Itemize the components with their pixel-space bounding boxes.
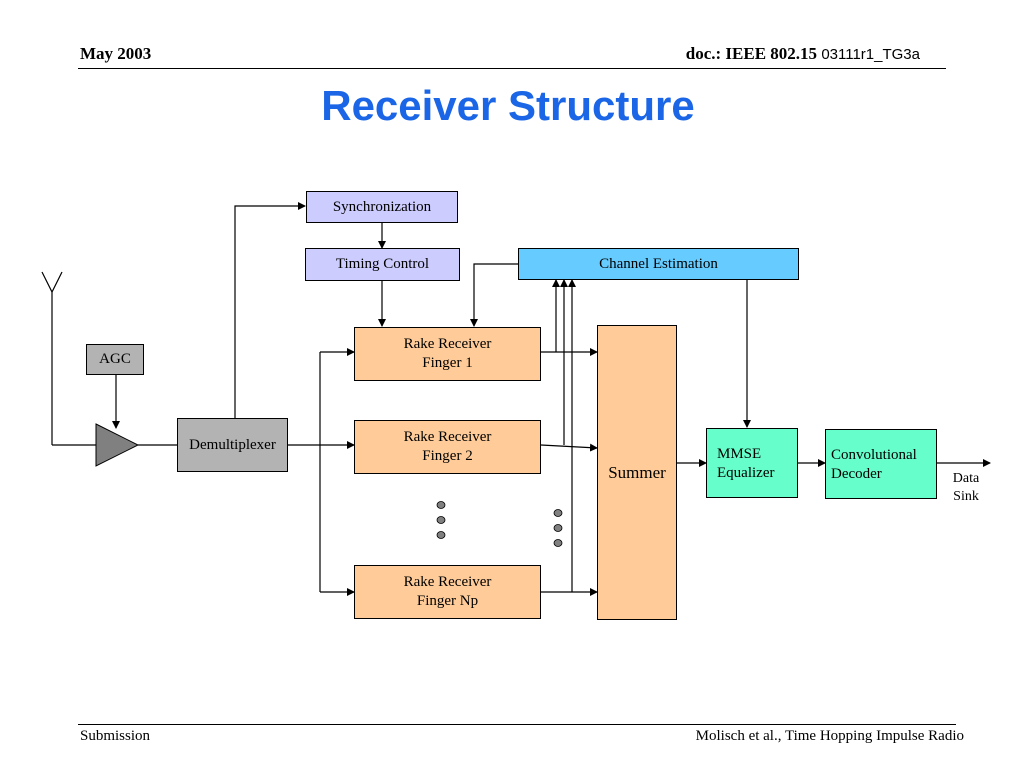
data-sink-line2: Sink	[953, 489, 979, 504]
data-sink-line1: Data	[952, 471, 980, 486]
fingerNp-line2: Finger Np	[416, 593, 479, 609]
mmse-line1: MMSE	[717, 446, 762, 462]
rake-finger-1-block: Rake Receiver Finger 1	[354, 327, 541, 381]
synchronization-label: Synchronization	[332, 198, 432, 215]
finger2-line1: Rake Receiver	[403, 429, 492, 445]
mmse-line2: Equalizer	[717, 465, 775, 481]
finger1-line1: Rake Receiver	[403, 336, 492, 352]
timing-control-label: Timing Control	[335, 256, 430, 272]
header-doc-id: doc.: IEEE 802.15 03111r1_TG3a	[686, 44, 920, 64]
demux-to-sync-arrow	[234, 202, 306, 418]
footer-submission: Submission	[80, 728, 151, 744]
demultiplexer-label: Demultiplexer	[189, 436, 276, 453]
rake-finger-2-block: Rake Receiver Finger 2	[354, 420, 541, 474]
summer-block: Summer	[597, 325, 677, 620]
doc-prefix: doc.: IEEE 802.15	[685, 44, 818, 63]
rake-finger-np-block: Rake Receiver Finger Np	[354, 565, 541, 619]
footer-authors: Molisch et al., Time Hopping Impulse Rad…	[695, 728, 964, 744]
header-date: May 2003	[80, 44, 152, 63]
demultiplexer-block: Demultiplexer	[177, 418, 288, 472]
header-rule	[78, 68, 946, 69]
finger1-line2: Finger 1	[422, 355, 473, 371]
agc-label: AGC	[99, 351, 131, 367]
synchronization-block: Synchronization	[306, 191, 458, 223]
timing-control-block: Timing Control	[305, 248, 460, 281]
data-sink-label: Data Sink	[944, 470, 988, 506]
agc-block: AGC	[86, 344, 144, 375]
finger2-line2: Finger 2	[422, 448, 473, 464]
decoder-line1: Convolutional	[831, 447, 917, 463]
antenna-icon	[41, 271, 63, 294]
convolutional-decoder-block: Convolutional Decoder	[825, 429, 937, 499]
ellipsis-dots	[436, 501, 563, 547]
channel-estimation-label: Channel Estimation	[599, 255, 718, 272]
summer-label: Summer	[608, 463, 666, 482]
decoder-line2: Decoder	[831, 466, 882, 482]
slide-title: Receiver Structure	[321, 82, 695, 129]
fingerNp-line1: Rake Receiver	[403, 574, 492, 590]
amplifier-icon	[95, 423, 140, 467]
footer-rule	[78, 724, 956, 725]
doc-number: 03111r1_TG3a	[821, 46, 920, 63]
channel-estimation-block: Channel Estimation	[518, 248, 799, 280]
mmse-equalizer-block: MMSE Equalizer	[706, 428, 798, 498]
